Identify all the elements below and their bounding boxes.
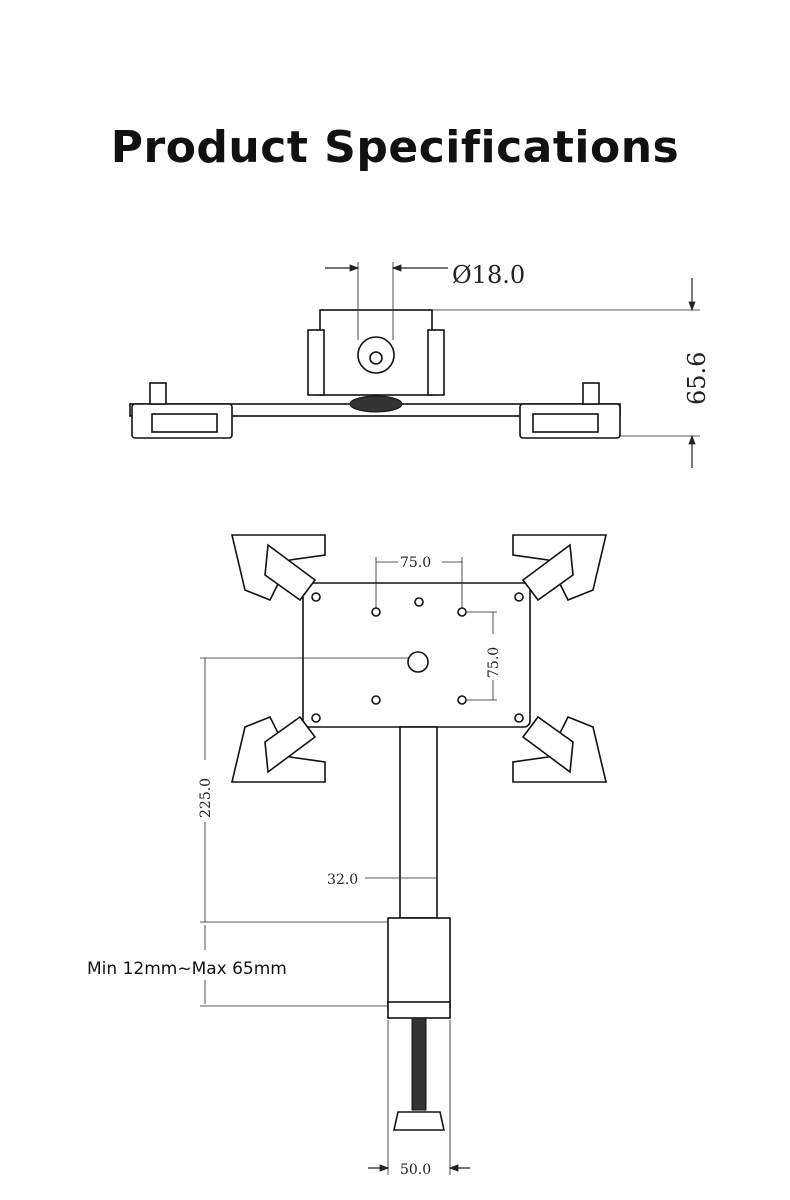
pole: [399, 726, 438, 919]
clamp-screw: [411, 1017, 427, 1111]
clamp-body: [387, 917, 451, 1009]
left-grip-inner: [151, 413, 218, 433]
grip-top-left-arm: [264, 543, 317, 602]
bracket-right-arm: [427, 329, 445, 396]
hole-spacing-h-label: 75.0: [400, 555, 431, 571]
bracket-left-arm: [307, 329, 325, 396]
top-view: Ø18.0 65.6: [129, 261, 711, 468]
ball-joint-center: [369, 351, 383, 365]
front-view: 75.0 75.0 225.0 32.0 Min 12mm~Max 65mm 5…: [87, 534, 608, 1178]
right-grip-inner: [532, 413, 599, 433]
left-post: [149, 382, 167, 405]
grip-bottom-left-arm: [264, 715, 317, 774]
pole-diameter-label: Ø18.0: [452, 261, 525, 289]
right-post: [582, 382, 600, 405]
clamp-range-label: Min 12mm~Max 65mm: [87, 959, 287, 979]
page-title: Product Specifications: [110, 122, 680, 173]
screw-holes: [311, 592, 524, 723]
hole-spacing-v-label: 75.0: [486, 647, 502, 678]
clamp-knob: [393, 1111, 445, 1131]
top-height-label: 65.6: [683, 352, 711, 405]
grip-bottom-right-arm: [521, 715, 574, 774]
clamp-lip: [387, 1001, 451, 1019]
pole-width-label: 32.0: [327, 872, 358, 888]
pivot-base: [349, 395, 403, 413]
clamp-width-label: 50.0: [400, 1162, 431, 1178]
corner-grips: [230, 534, 608, 783]
arm-height-label: 225.0: [198, 778, 214, 818]
grip-top-right-arm: [521, 543, 574, 602]
